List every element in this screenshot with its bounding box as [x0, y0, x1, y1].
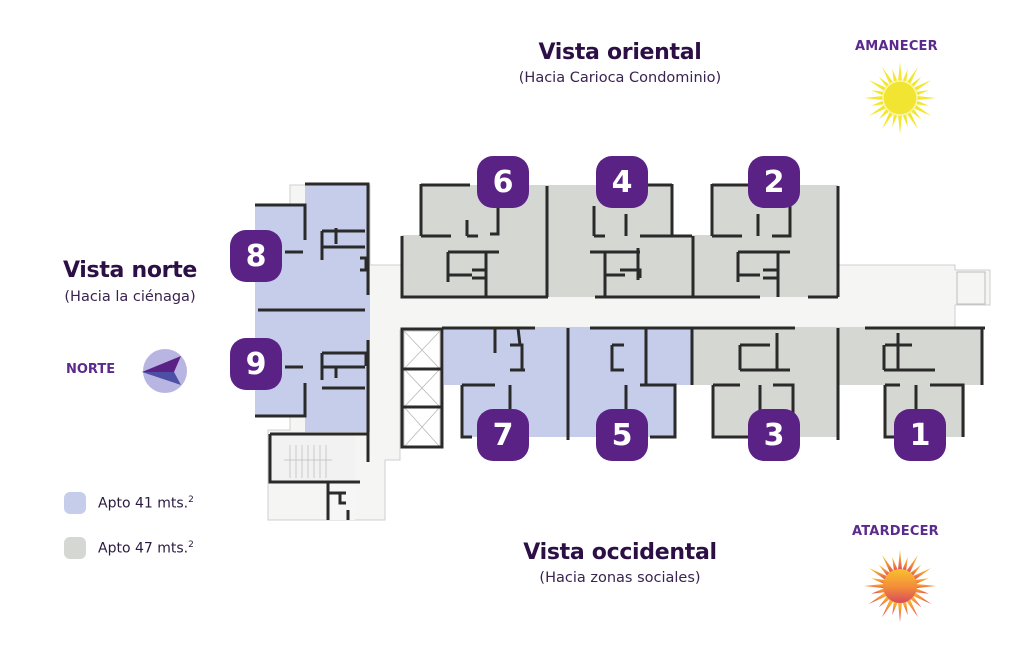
sun-ray: [892, 69, 898, 84]
sun-ray: [909, 595, 922, 608]
sun-ray: [871, 578, 886, 584]
legend-item-apto41: Apto 41 mts.2: [64, 492, 194, 514]
sun-ray: [915, 583, 936, 589]
apartment-badge-3[interactable]: 3: [748, 409, 800, 461]
sun-ray: [878, 76, 891, 89]
sunset-label: ATARDECER: [852, 524, 939, 539]
sun-ray: [909, 564, 922, 577]
apartment-4-area: [547, 185, 692, 297]
legend-swatch: [64, 537, 86, 559]
view-north-title: Vista norte: [62, 258, 198, 283]
sun-ray: [878, 107, 891, 120]
legend-sup: 2: [188, 494, 194, 505]
sun-ray: [906, 66, 918, 86]
apartment-badge-2[interactable]: 2: [748, 156, 800, 208]
sun-ray: [868, 104, 888, 116]
apartment-badge-7[interactable]: 7: [477, 409, 529, 461]
sun-ray: [902, 112, 908, 127]
apartment-9-area: [255, 310, 370, 432]
sun-ray: [882, 554, 894, 574]
compass-arrow-icon: [142, 349, 187, 393]
sun-ray: [868, 80, 888, 92]
sun-ray: [882, 110, 894, 130]
apartment-badge-9[interactable]: 9: [230, 338, 282, 390]
sun-ray: [914, 588, 929, 594]
legend-label-text: Apto 47 mts.: [98, 540, 189, 557]
sun-ray: [912, 80, 932, 92]
sun-ray: [912, 592, 932, 604]
sun-ray: [871, 90, 886, 96]
view-north-subtitle: (Hacia la ciénaga): [64, 289, 196, 305]
apartment-8-area: [255, 185, 370, 310]
sun-ray: [892, 600, 898, 615]
right-extension: [956, 271, 986, 305]
sun-ray: [909, 76, 922, 89]
sunrise-label: AMANECER: [855, 39, 938, 54]
legend-swatch: [64, 492, 86, 514]
sun-ray: [868, 568, 888, 580]
sun-ray: [871, 588, 886, 594]
legend-label: Apto 47 mts.2: [98, 540, 194, 557]
apartment-badge-6[interactable]: 6: [477, 156, 529, 208]
apartment-badge-8[interactable]: 8: [230, 230, 282, 282]
sun-ray: [878, 564, 891, 577]
view-west-title: Vista occidental: [523, 540, 717, 565]
sun-ray: [871, 100, 886, 106]
apartment-5-area: [568, 327, 692, 437]
sun-ray: [868, 592, 888, 604]
walls: [255, 182, 985, 520]
sun-yellow-icon: [864, 62, 936, 134]
sun-ray: [902, 600, 908, 615]
sun-ray: [892, 557, 898, 572]
sun-ray: [906, 110, 918, 130]
sun-ray: [864, 95, 885, 101]
sun-ray: [906, 554, 918, 574]
view-west-subtitle: (Hacia zonas sociales): [539, 570, 701, 586]
sun-ray: [902, 557, 908, 572]
apartment-1-area: [838, 327, 982, 437]
sun-ray: [864, 583, 885, 589]
sun-ray: [914, 100, 929, 106]
sun-ray: [882, 66, 894, 86]
apartment-3-area: [692, 327, 838, 437]
elevator-shafts: [403, 330, 441, 448]
stair-core: [270, 435, 355, 520]
sun-ray: [909, 107, 922, 120]
sun-ray: [915, 95, 936, 101]
compass-label: NORTE: [66, 362, 116, 377]
legend-sup: 2: [188, 539, 194, 550]
legend-label: Apto 41 mts.2: [98, 495, 194, 512]
sun-ray: [914, 578, 929, 584]
sun-ray: [897, 62, 903, 83]
sun-ray: [912, 104, 932, 116]
sun-ray: [892, 112, 898, 127]
sun-ray: [906, 598, 918, 618]
view-east-subtitle: (Hacia Carioca Condominio): [518, 70, 722, 86]
sun-ray: [878, 595, 891, 608]
apartment-7-area: [444, 327, 568, 437]
sun-ray: [897, 601, 903, 622]
apartment-6-area: [402, 185, 547, 297]
apartment-badge-4[interactable]: 4: [596, 156, 648, 208]
sun-ray: [897, 550, 903, 571]
apartment-2-area: [692, 185, 838, 297]
sun-ray: [897, 113, 903, 134]
legend-label-text: Apto 41 mts.: [98, 495, 189, 512]
apartment-badge-5[interactable]: 5: [596, 409, 648, 461]
sun-orange-icon: [864, 550, 936, 622]
apartment-badge-1[interactable]: 1: [894, 409, 946, 461]
view-east-title: Vista oriental: [538, 40, 702, 65]
sun-ray: [912, 568, 932, 580]
sun-ray: [882, 598, 894, 618]
legend-item-apto47: Apto 47 mts.2: [64, 537, 194, 559]
sun-ray: [914, 90, 929, 96]
sun-ray: [902, 69, 908, 84]
